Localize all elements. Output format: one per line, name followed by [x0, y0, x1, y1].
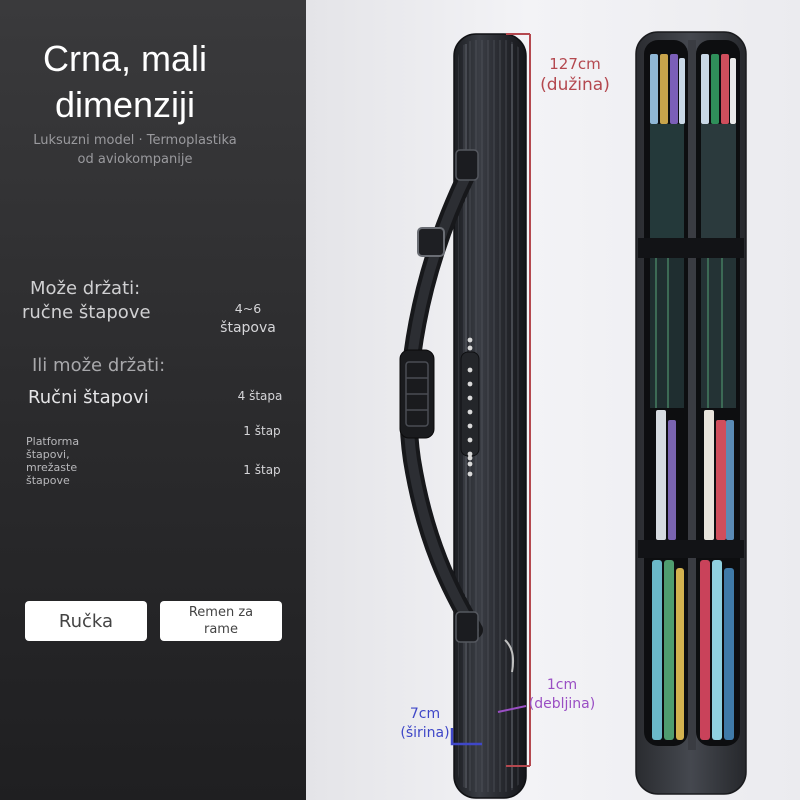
hand-rods-value: 4 štapa — [237, 389, 283, 403]
thickness-dimension-marker — [497, 705, 527, 713]
alternative-capacity-label: Ili može držati: — [32, 355, 166, 376]
product-subtitle-line1: Luksuzni model · Termoplastika — [33, 133, 237, 148]
length-dimension-label: 127cm (dužina) — [540, 55, 610, 95]
product-subtitle-line2: od aviokompanije — [77, 152, 193, 167]
shoulder-strap — [399, 149, 483, 643]
width-dimension-label: 7cm (širina) — [400, 706, 450, 741]
hand-rods-label: Ručni štapovi — [28, 387, 149, 408]
capacity-label-line1: Može držati: — [30, 278, 141, 299]
closed-case — [453, 33, 527, 799]
product-title-line1: Crna, mali — [42, 38, 208, 79]
net-rods-value: 1 štap — [243, 463, 281, 477]
thickness-dimension-label: 1cm (debljina) — [528, 677, 596, 712]
capacity-value-line2: štapova — [220, 320, 276, 336]
capacity-label-line2: ručne štapove — [22, 302, 151, 323]
capacity-value-line1: 4~6 — [234, 301, 262, 316]
open-case-tray — [635, 31, 747, 795]
platform-rods-label: Platforma štapovi, mrežaste štapove — [26, 435, 80, 487]
width-dimension-marker — [450, 728, 482, 746]
shoulder-strap-button[interactable]: Remen za rame — [160, 601, 282, 641]
product-title-line2: dimenziji — [54, 84, 196, 125]
handle-button[interactable]: Ručka — [25, 601, 147, 641]
platform-rods-value: 1 štap — [243, 424, 281, 438]
length-dimension-marker — [506, 33, 531, 767]
info-panel — [0, 0, 306, 800]
